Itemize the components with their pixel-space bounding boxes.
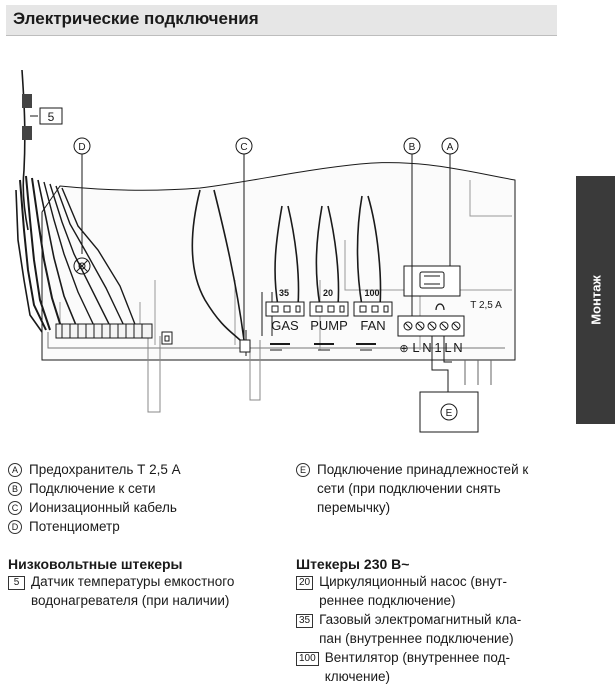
pump-label: PUMP [310,318,348,333]
mains-plugs-list: 20 Циркуляционный насос (внут- реннее по… [296,573,521,687]
legend-right: E Подключение принадлежностей к сети (пр… [296,460,576,517]
terminal-label: N [453,340,462,355]
terminal-label: N [422,340,431,355]
fan-code: 100 [364,288,379,298]
legend-item-b: B Подключение к сети [8,479,181,498]
legend-left: A Предохранитель Т 2,5 А B Подключение к… [8,460,181,536]
housing-outline [41,162,516,361]
sensor-code-box: 5 [48,110,55,124]
legend-item-a: A Предохранитель Т 2,5 А [8,460,181,479]
legend-text: Потенциометр [29,519,120,534]
item-text: Газовый электромагнитный кла- пан (внутр… [319,612,522,646]
potentiometer-knob [73,257,91,275]
code-box: 35 [296,614,314,628]
list-item: 35 Газовый электромагнитный кла- пан (вн… [296,611,521,648]
legend-item-c: C Ионизационный кабель [8,498,181,517]
item-text: Циркуляционный насос (внут- реннее подкл… [319,574,507,608]
legend-text: Предохранитель Т 2,5 А [29,462,181,477]
callout-e: E [446,408,453,419]
fan-label: FAN [360,318,385,333]
item-text: Вентилятор (внутреннее под- ключение) [324,650,511,684]
mains-terminal-block [397,315,465,337]
callout-b: B [409,142,416,153]
low-voltage-title: Низковольтные штекеры [8,556,183,572]
mains-plugs-title: Штекеры 230 В~ [296,556,410,572]
section-header: Электрические подключения [6,5,557,36]
ionisation-cable [191,189,243,343]
gas-code: 35 [279,288,289,298]
list-item: 20 Циркуляционный насос (внут- реннее по… [296,573,521,610]
fuse-rating: T 2,5 A [470,300,502,311]
low-voltage-list: 5 Датчик температуры емкостного водонагр… [8,573,234,611]
callout-c: C [240,142,247,153]
list-item: 5 Датчик температуры емкостного водонагр… [8,573,234,610]
code-box: 20 [296,576,314,590]
legend-text: Подключение к сети [29,481,156,496]
code-box: 100 [296,652,319,666]
sensor-cable [21,69,29,231]
pump-code: 20 [323,288,333,298]
code-box: 5 [8,576,25,590]
legend-letter: D [8,520,22,534]
item-text: Датчик температуры емкостного водонагрев… [31,574,235,608]
section-title: Электрические подключения [13,9,259,28]
legend-letter: E [296,463,310,477]
terminal-label: 1 [434,340,441,355]
legend-item-e: E Подключение принадлежностей к сети (пр… [296,460,576,517]
chapter-tab: Монтаж [576,176,615,424]
main-pcb-connector [55,323,153,339]
terminal-label: L [444,340,451,355]
terminal-label: L [412,340,419,355]
legend-letter: A [8,463,22,477]
callout-d: D [78,142,85,153]
callout-a: A [447,142,454,153]
gas-label: GAS [271,318,299,333]
legend-letter: B [8,482,22,496]
accessory-cable [431,336,449,396]
legend-text: Ионизационный кабель [29,500,177,515]
legend-item-d: D Потенциометр [8,517,181,536]
legend-letter: C [8,501,22,515]
terminal-label: ⊕ [399,343,408,355]
list-item: 100 Вентилятор (внутреннее под- ключение… [296,649,521,686]
wiring-diagram: 5 D C B A E 35 20 100 GAS PUMP FAN T 2,5… [15,69,516,433]
legend-text: Подключение принадлежностей к сети (при … [317,462,529,515]
